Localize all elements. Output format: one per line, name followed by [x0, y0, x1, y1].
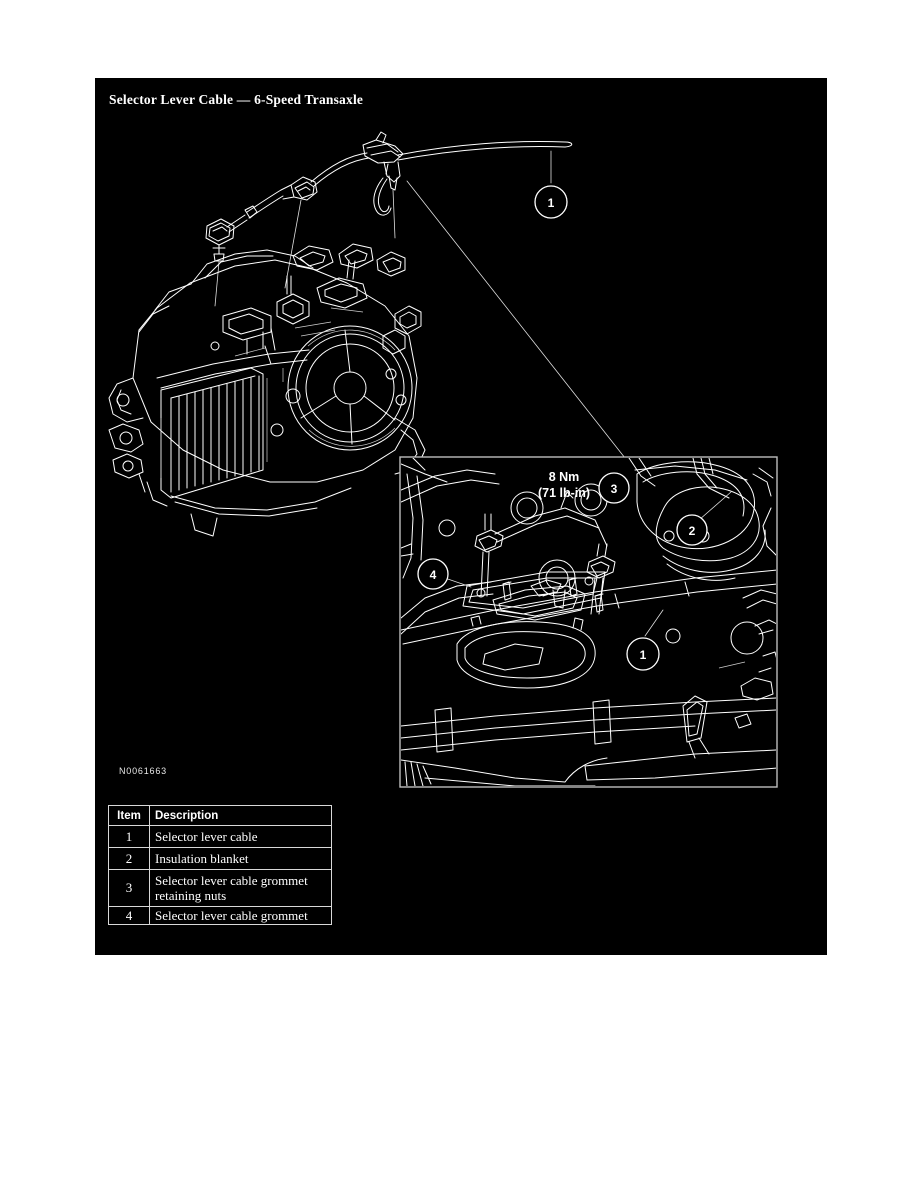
- legend-header-row: Item Description: [108, 805, 332, 826]
- callout-3-label: 3: [611, 482, 618, 496]
- legend-item-description: Selector lever cable grommet: [149, 906, 332, 925]
- callout-2-label: 2: [689, 524, 696, 538]
- callout-1-main-label: 1: [548, 196, 555, 210]
- figure-panel: Selector Lever Cable — 6-Speed Transaxle…: [95, 78, 827, 955]
- callout-4-inset: 4: [417, 558, 472, 590]
- technical-illustration: .ln { fill:none; stroke:#ffffff; stroke-…: [108, 131, 778, 788]
- transaxle-illustration: [108, 243, 426, 537]
- parts-legend-table: Item Description 1 Selector lever cable …: [108, 805, 332, 925]
- table-row: 1 Selector lever cable: [108, 825, 332, 848]
- legend-item-description: Selector lever cable grommet retaining n…: [149, 869, 332, 907]
- legend-header-description: Description: [149, 805, 332, 826]
- torque-specification: 8 Nm (71 lb-in): [538, 470, 618, 500]
- legend-item-description: Insulation blanket: [149, 847, 332, 870]
- cable-leader-lines: [214, 189, 396, 307]
- table-row: 4 Selector lever cable grommet: [108, 906, 332, 925]
- inset-leader-line: [406, 180, 626, 459]
- callout-4-label: 4: [430, 568, 437, 582]
- legend-item-number: 2: [108, 847, 150, 870]
- callout-2-inset: 2: [676, 491, 732, 546]
- table-row: 3 Selector lever cable grommet retaining…: [108, 869, 332, 907]
- figure-title: Selector Lever Cable — 6-Speed Transaxle: [109, 92, 364, 107]
- table-row: 2 Insulation blanket: [108, 847, 332, 870]
- callout-1-inset-label: 1: [640, 648, 647, 662]
- torque-metric: 8 Nm: [549, 470, 580, 484]
- callout-1-inset: 1: [626, 609, 664, 671]
- callout-1-main: 1: [534, 150, 568, 219]
- legend-item-description: Selector lever cable: [149, 825, 332, 848]
- inset-detail-box: [399, 456, 778, 788]
- legend-item-number: 3: [108, 869, 150, 907]
- callout-3-inset: 3: [598, 472, 630, 504]
- legend-header-item: Item: [108, 805, 150, 826]
- figure-id-label: N0061663: [119, 766, 167, 776]
- selector-lever-cable-assembly: [205, 131, 573, 262]
- torque-imperial: (71 lb-in): [538, 486, 590, 500]
- legend-item-number: 4: [108, 906, 150, 925]
- legend-item-number: 1: [108, 825, 150, 848]
